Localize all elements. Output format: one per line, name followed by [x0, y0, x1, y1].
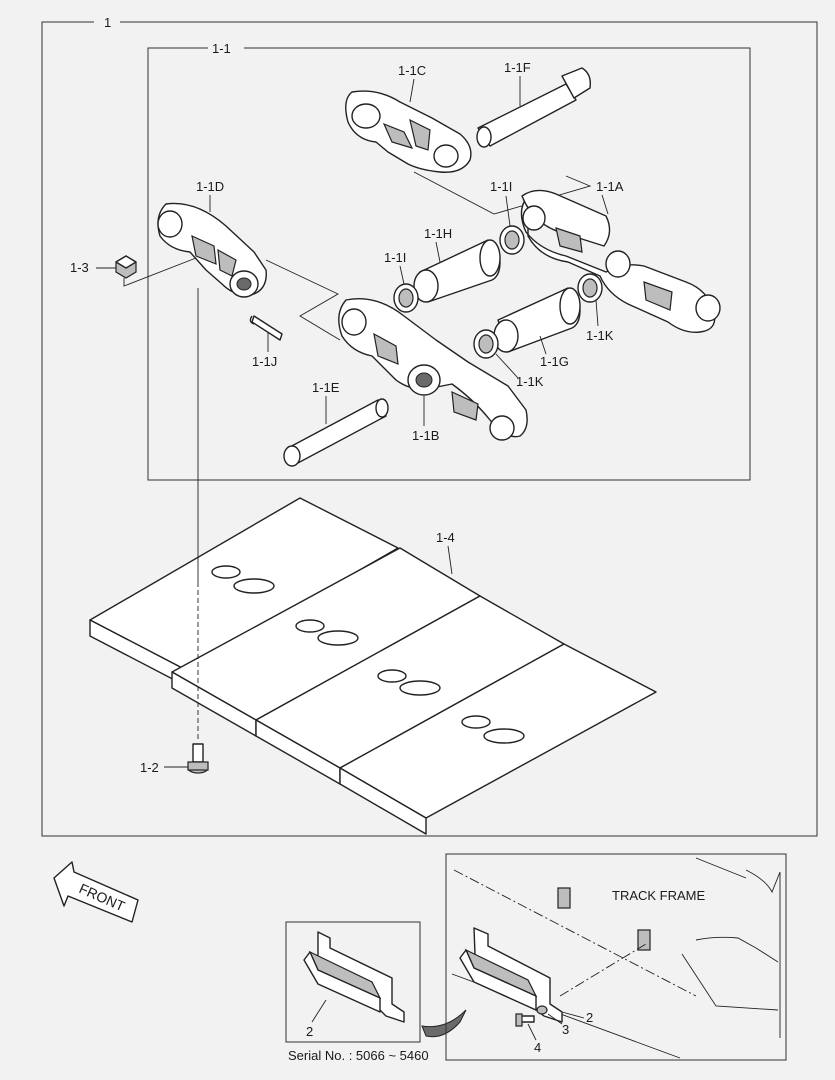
- leader-guard-left: [311, 999, 327, 1023]
- leader-shoe: [447, 545, 453, 575]
- label-seal-1i-left: 1-1I: [384, 250, 406, 265]
- seal-1k-upper: [577, 273, 603, 303]
- label-guard-right: 2: [586, 1010, 593, 1025]
- leader-1i-left: [399, 265, 405, 285]
- label-track-frame: TRACK FRAME: [612, 888, 706, 903]
- label-guard-left: 2: [306, 1024, 313, 1039]
- link-label-gap: [208, 40, 244, 56]
- label-guard-bolt: 4: [534, 1040, 541, 1055]
- label-link-assy: 1-1: [212, 41, 231, 56]
- leader-guard-bolt: [527, 1023, 537, 1041]
- link-assembly-frame: [147, 47, 751, 481]
- bushing-1h: [413, 239, 501, 303]
- leader-1a: [601, 194, 609, 215]
- label-shoe: 1-4: [436, 530, 455, 545]
- curved-arrow-icon: [421, 1009, 467, 1038]
- front-arrow-icon: FRONT: [53, 861, 139, 923]
- label-link-1b: 1-1B: [412, 428, 439, 443]
- label-link-1a: 1-1A: [596, 179, 624, 194]
- leader-1i-right: [505, 195, 511, 227]
- label-pin-1j: 1-1J: [252, 354, 277, 369]
- label-pin-1f: 1-1F: [504, 60, 531, 75]
- connector-1d-1b: [265, 259, 341, 341]
- track-frame-inset: [445, 853, 787, 1061]
- nut-1-3: [115, 255, 137, 279]
- leader-1k-upper: [595, 299, 599, 327]
- guard-mount-line: [559, 943, 647, 997]
- label-bolt: 1-2: [140, 760, 159, 775]
- leader-1g: [539, 335, 547, 355]
- leader-1k-lower: [495, 353, 519, 379]
- assembly-frame: [41, 21, 818, 837]
- link-1b: [338, 298, 528, 441]
- pin-1f: [476, 67, 592, 148]
- label-link-1d: 1-1D: [196, 179, 224, 194]
- leader-washer: [547, 1013, 563, 1025]
- bolt-1-2: [187, 743, 209, 774]
- seal-1i-left: [393, 283, 419, 313]
- bushing-1g: [493, 287, 581, 353]
- leader-1c: [409, 78, 415, 103]
- guard-inset-frame: [285, 921, 421, 1043]
- link-1c: [345, 90, 472, 173]
- label-seal-1k-lower: 1-1K: [516, 374, 544, 389]
- pin-1j: [249, 315, 283, 341]
- label-assy: 1: [104, 15, 111, 30]
- label-pin-1e: 1-1E: [312, 380, 340, 395]
- assembly-label-gap: [94, 14, 120, 30]
- seal-1k-lower: [473, 329, 499, 359]
- label-bushing-1h: 1-1H: [424, 226, 452, 241]
- label-serial: Serial No. : 5066 ~ 5460: [288, 1048, 429, 1063]
- washer-3: [536, 1005, 548, 1015]
- leader-1h: [435, 241, 441, 263]
- label-bushing-1g: 1-1G: [540, 354, 569, 369]
- track-frame-body: [451, 857, 781, 1059]
- label-seal-1k-upper: 1-1K: [586, 328, 614, 343]
- label-seal-1i-right: 1-1I: [490, 179, 512, 194]
- seal-1i-right: [499, 225, 525, 255]
- guard-serial-part: [303, 931, 405, 1023]
- link-1d: [157, 202, 267, 298]
- pin-1e: [283, 398, 389, 467]
- leader-nut: [96, 257, 197, 287]
- track-shoes-1-4: [89, 497, 657, 835]
- link-1a: [520, 189, 721, 333]
- label-link-1c: 1-1C: [398, 63, 426, 78]
- leader-guard-right: [561, 1011, 585, 1019]
- guard-bolt-4: [515, 1013, 535, 1027]
- label-nut: 1-3: [70, 260, 89, 275]
- label-washer: 3: [562, 1022, 569, 1037]
